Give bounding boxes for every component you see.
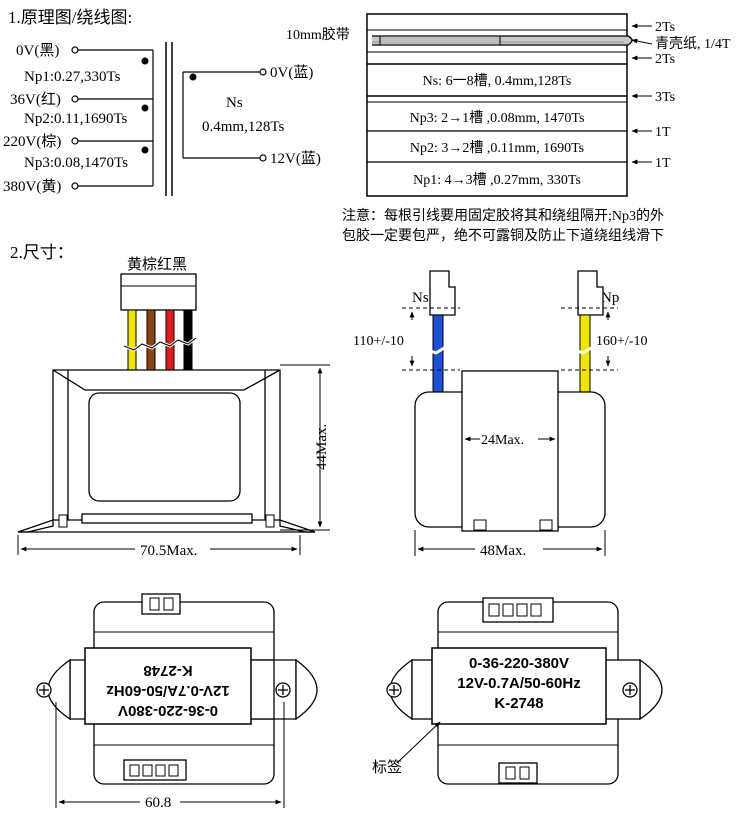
side-dimensions: [402, 307, 618, 556]
plate-inv-line2: 12V-0.7A/50-60Hz: [106, 682, 229, 699]
bottom-right-view: [386, 597, 663, 785]
layer-np1: Np1: 4→3槽 ,0.27mm, 330Ts: [413, 172, 581, 188]
core-width-dim: 24Max.: [481, 433, 524, 448]
schematic: [78, 42, 260, 196]
layer-arrows: [631, 23, 653, 165]
mount-pitch-dims: [55, 702, 285, 808]
tape-label: 10mm胶带: [286, 26, 350, 43]
label-caption: 标签: [372, 759, 402, 776]
plate-line1: 0-36-220-380V: [469, 655, 569, 672]
sec-label-0v: 0V(蓝): [270, 64, 313, 81]
layer-np2: Np2: 3→2槽 ,0.11mm, 1690Ts: [410, 140, 584, 156]
layer-ns: Ns: 6一8槽, 0.4mm,128Ts: [423, 73, 572, 89]
section2-title: 2.尺寸：: [10, 243, 74, 262]
gap-1t-b: 1T: [655, 156, 671, 171]
front-width-dim: 70.5Max.: [140, 543, 198, 559]
label-callout: [396, 721, 441, 764]
np1-label: Np1:0.27,330Ts: [24, 69, 121, 85]
plate-line2: 12V-0.7A/50-60Hz: [457, 675, 580, 692]
np2-label: Np2:0.11,1690Ts: [24, 111, 128, 127]
np-length-dim: 160+/-10: [596, 334, 647, 349]
note-line-2: 包胶一定要包严，绝不可露铜及防止下道绕组线滑下: [342, 227, 664, 244]
winding-stack: [366, 13, 633, 197]
section1-title: 1.原理图/绕线图:: [8, 8, 132, 27]
tap-label-380v: 380V(黄): [3, 178, 61, 195]
sec-spec: 0.4mm,128Ts: [202, 119, 284, 135]
bottom-left-view: [36, 593, 318, 785]
sec-label-12v: 12V(蓝): [270, 150, 321, 167]
tap-label-220v: 220V(棕): [3, 133, 61, 150]
front-dimensions: [17, 364, 330, 555]
side-view: [414, 270, 606, 532]
gap-2ts-top: 2Ts: [655, 20, 675, 35]
tap-terminals: [71, 46, 267, 190]
polarity-dots: [141, 57, 197, 154]
nameplate-inverted: 0-36-220-380V 12V-0.7A/50-60Hz K-2748: [106, 662, 229, 719]
gap-1t-a: 1T: [655, 125, 671, 140]
ns-wire-label: Ns: [412, 290, 429, 306]
gap-3ts: 3Ts: [655, 90, 675, 105]
tap-label-36v: 36V(红): [10, 91, 61, 108]
np-wire-label: Np: [601, 290, 619, 306]
depth-dim: 48Max.: [480, 543, 526, 559]
front-view: [17, 273, 316, 533]
plate-inv-line1: 0-36-220-380V: [118, 702, 218, 719]
mount-pitch-dim: 60.8: [145, 795, 171, 811]
np3-label: Np3:0.08,1470Ts: [24, 155, 128, 171]
note-line-1: 注意：每根引线要用固定胶将其和绕组隔开;Np3的外: [342, 207, 664, 224]
paper-label: 青壳纸, 1/4T: [655, 35, 731, 52]
layer-np3: Np3: 2→1槽 ,0.08mm, 1470Ts: [410, 110, 585, 126]
plate-line3: K-2748: [494, 695, 543, 712]
ns-length-dim: 110+/-10: [353, 334, 404, 349]
sec-name: Ns: [226, 95, 243, 111]
plate-inv-line3: K-2748: [143, 662, 192, 679]
tap-label-0v: 0V(黑): [16, 43, 59, 59]
wire-color-label: 黄棕红黑: [127, 256, 187, 273]
height-dim: 44Max.: [314, 424, 330, 470]
gap-2ts: 2Ts: [655, 52, 675, 67]
